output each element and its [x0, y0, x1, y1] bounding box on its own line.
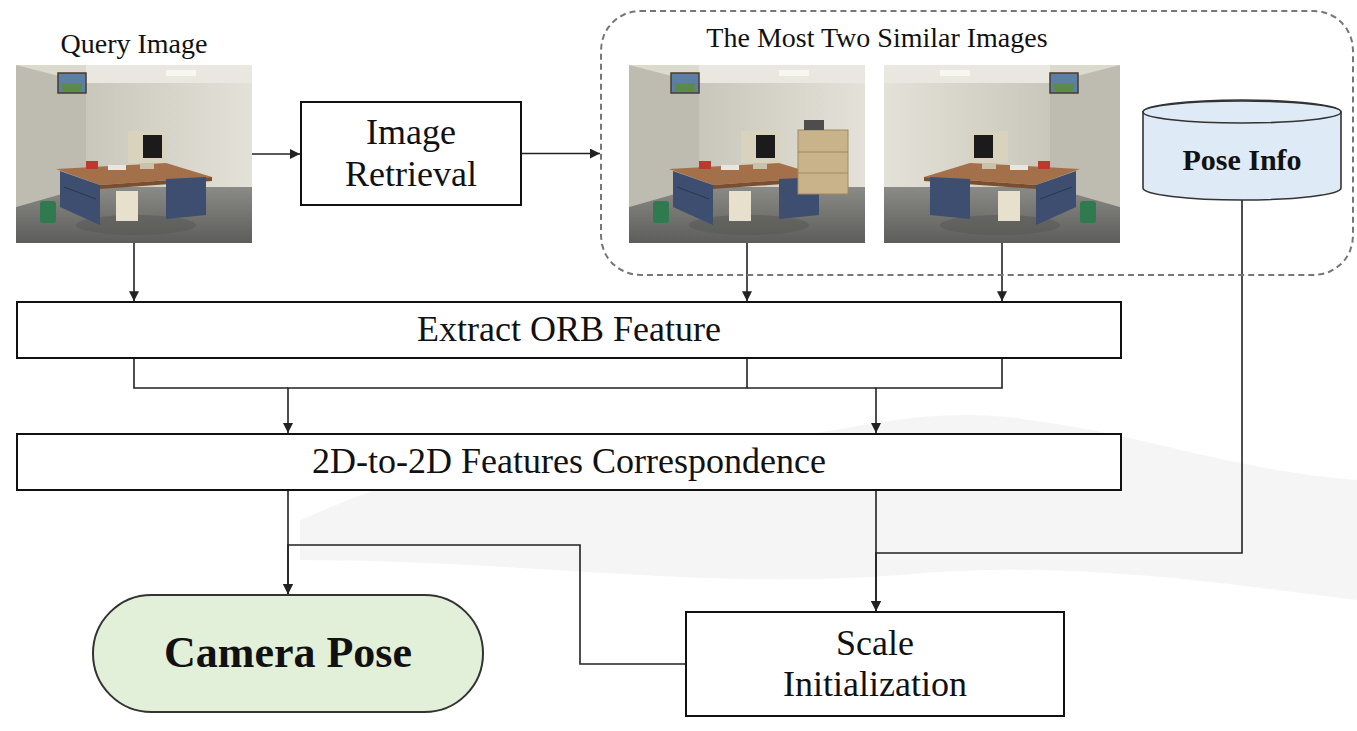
group-title: The Most Two Similar Images — [602, 22, 1152, 54]
process-box: 2D-to-2D Features Correspondence — [16, 433, 1122, 491]
image-frame — [884, 65, 1120, 243]
node-label: Pose Info — [1182, 123, 1301, 178]
connector-arrow — [876, 200, 1242, 611]
node-label: Image Retrieval — [316, 112, 506, 195]
similar-photo-mirrored — [884, 65, 1120, 243]
group-region: The Most Two Similar ImagesPose Info — [600, 10, 1354, 276]
database-cylinder: Pose Info — [1142, 100, 1342, 200]
illustration-shape — [798, 173, 848, 174]
bus-line — [747, 387, 876, 389]
process-box: Extract ORB Feature — [16, 301, 1122, 358]
process-box: Scale Initialization — [685, 611, 1065, 717]
connector-arrow — [133, 243, 135, 301]
connector-arrow — [1001, 243, 1003, 301]
file-cabinets — [798, 120, 848, 194]
cylinder-top — [1143, 101, 1341, 123]
similar-photo — [884, 65, 1120, 243]
similar-photo — [629, 65, 865, 243]
query-photo — [16, 65, 252, 243]
bus-line — [134, 355, 288, 388]
connector-arrow — [876, 359, 1002, 433]
connector-arrow — [252, 153, 300, 155]
image-frame — [628, 65, 866, 243]
connector-arrow — [746, 243, 748, 301]
node-label: Extract ORB Feature — [417, 309, 721, 350]
illustration-shape — [798, 130, 848, 194]
illustration-shape — [804, 120, 824, 130]
image-frame: Query Image — [16, 65, 252, 243]
illustration-shape — [798, 152, 848, 153]
node-label: Scale Initialization — [745, 623, 1005, 706]
connector-arrow — [522, 153, 600, 155]
terminal-box: Camera Pose — [92, 594, 484, 713]
process-box: Image Retrieval — [300, 101, 522, 206]
connector-arrow — [288, 359, 747, 433]
node-label: 2D-to-2D Features Correspondence — [312, 441, 826, 482]
node-label: Camera Pose — [164, 628, 412, 679]
image-caption: Query Image — [0, 28, 292, 60]
cylinder-body — [1143, 100, 1341, 200]
